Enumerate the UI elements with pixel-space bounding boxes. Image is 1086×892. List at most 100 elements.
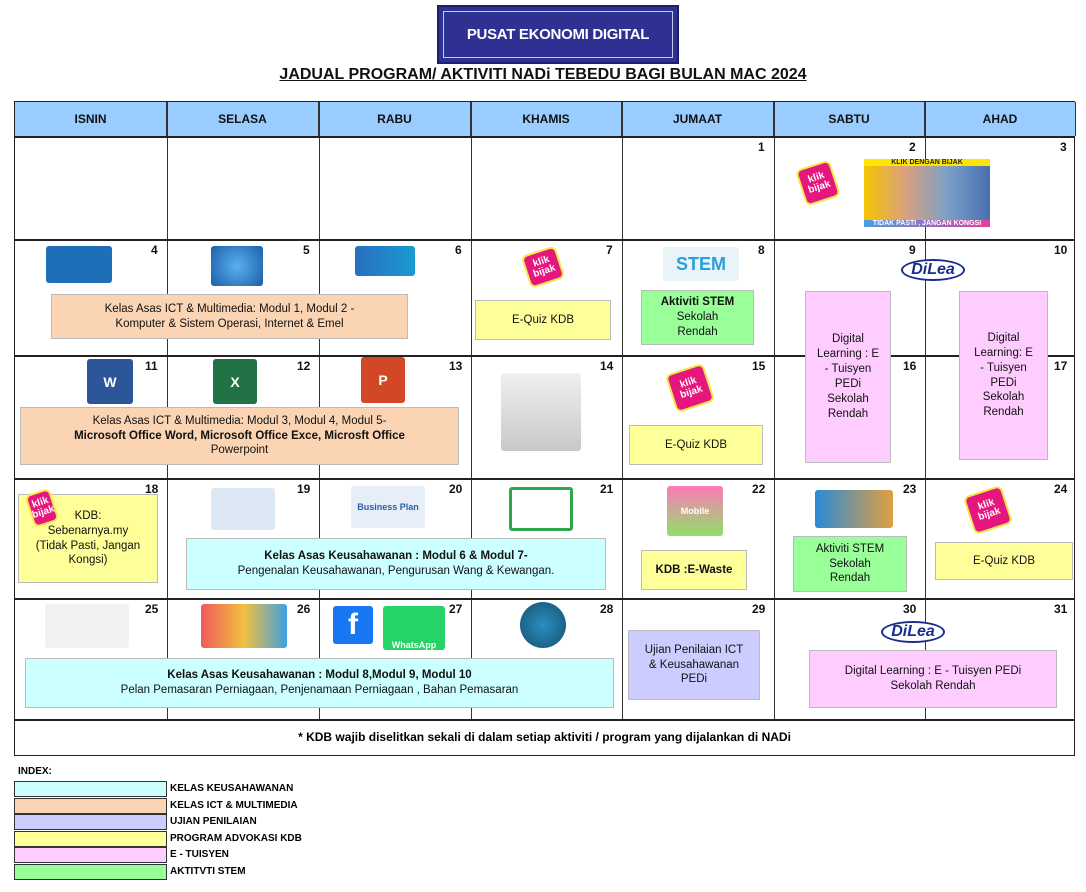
column-divider [622, 102, 623, 719]
mobile-ewaste-image: Mobile [667, 486, 723, 536]
date-4: 4 [151, 243, 158, 257]
date-26: 26 [297, 602, 311, 616]
event-text: Aktiviti STEM [815, 542, 885, 555]
klik-bijak-logo: klik bijak [520, 245, 566, 289]
computer-image [46, 246, 112, 283]
email-image [355, 246, 415, 276]
event-text: Aktiviti STEM [660, 296, 735, 309]
event-kdb-ewaste: KDB :E-Waste [641, 550, 747, 590]
ppt-letter: P [378, 372, 388, 388]
dilea-logo: DiLea [889, 256, 977, 284]
dilea-logo-label: DiLea [881, 621, 945, 643]
day-header-isnin: ISNIN [15, 102, 167, 136]
event-keusahawanan-modul-8-10: Kelas Asas Keusahawanan : Modul 8,Modul … [25, 658, 614, 708]
event-text: PEDi [990, 376, 1017, 389]
event-text: Digital [832, 333, 864, 346]
klik-bijak-logo: klik bijak [664, 362, 716, 414]
stem-activity-photo [815, 490, 893, 528]
event-text: PEDi [834, 378, 862, 390]
event-text: Pengenalan Keusahawanan, Pengurusan Wang… [237, 565, 555, 577]
brand-banner: PUSAT EKONOMI DIGITAL [437, 5, 679, 64]
excel-icon: X [213, 359, 257, 404]
day-header-rabu: RABU [319, 102, 471, 136]
date-3: 3 [1060, 140, 1067, 154]
excel-letter: X [230, 373, 240, 390]
planning-sketch-image [45, 604, 129, 648]
event-text: Ujian Penilaian ICT [644, 643, 744, 656]
klik-bijak-logo: klik bijak [962, 484, 1014, 536]
klik-bijak-logo-label: klik bijak [678, 374, 704, 402]
whatsapp-icon: WhatsApp [383, 606, 445, 650]
date-7: 7 [606, 243, 613, 257]
index-label: PROGRAM ADVOKASI KDB [170, 832, 302, 844]
date-1: 1 [758, 140, 765, 154]
event-equiz-kdb: E-Quiz KDB [475, 300, 611, 340]
event-text: Learning: E [974, 346, 1033, 359]
footnote: * KDB wajib diselitkan sekali di dalam s… [298, 730, 791, 744]
banner-top-text: KLIK DENGAN BIJAK [864, 159, 990, 166]
event-text: & Keusahawanan [648, 658, 740, 671]
event-ict-modul-3-5: Kelas Asas ICT & Multimedia: Modul 3, Mo… [20, 407, 459, 465]
klik-dengan-bijak-banner: KLIK DENGAN BIJAK TIDAK PASTI , JANGAN KO… [864, 159, 990, 227]
event-text: Kelas Asas Keusahawanan : Modul 8,Modul … [167, 669, 472, 682]
event-keusahawanan-modul-6-7: Kelas Asas Keusahawanan : Modul 6 & Modu… [186, 538, 606, 590]
date-28: 28 [600, 602, 614, 616]
date-13: 13 [449, 359, 463, 373]
date-11: 11 [145, 359, 158, 373]
date-19: 19 [297, 482, 311, 496]
event-text: KDB: [74, 509, 102, 522]
event-text: Rendah [983, 406, 1024, 419]
row-divider [15, 478, 1074, 480]
date-6: 6 [455, 243, 462, 257]
event-text: E-Quiz KDB [973, 554, 1035, 567]
date-8: 8 [758, 243, 765, 257]
event-text: Kelas Asas Keusahawanan : Modul 6 & Modu… [264, 550, 528, 563]
event-text: - Tuisyen [824, 363, 872, 376]
date-16: 16 [903, 359, 917, 373]
event-text: Learning : E [816, 348, 879, 361]
event-text: Sekolah Rendah [890, 680, 976, 692]
event-text: Rendah [829, 572, 871, 585]
megaphone-image [520, 602, 566, 648]
entrepreneur-image [211, 488, 275, 530]
day-header-selasa: SELASA [167, 102, 319, 136]
column-divider [774, 102, 775, 719]
event-text: Komputer & Sistem Operasi, Internet & Em… [115, 317, 344, 330]
event-text: Sekolah [827, 392, 869, 405]
page-title: JADUAL PROGRAM/ AKTIVITI NADi TEBEDU BAG… [279, 66, 807, 83]
facebook-icon: f [333, 606, 373, 644]
day-header-ahad: AHAD [925, 102, 1076, 136]
poster-image [501, 373, 581, 451]
event-equiz-kdb: E-Quiz KDB [629, 425, 763, 465]
money-growth-image [509, 487, 573, 531]
whatsapp-icon-label: WhatsApp [391, 640, 437, 650]
date-21: 21 [600, 482, 614, 496]
event-text: - Tuisyen [980, 361, 1027, 374]
row-divider [15, 136, 1074, 138]
date-30: 30 [903, 602, 917, 616]
date-9: 9 [909, 243, 916, 257]
date-14: 14 [600, 359, 614, 373]
row-divider [15, 239, 1074, 241]
powerpoint-icon: P [361, 357, 405, 403]
event-text: Sekolah [676, 311, 719, 324]
date-12: 12 [297, 359, 311, 373]
event-text: (Tidak Pasti, Jangan [35, 539, 141, 552]
event-text: KDB :E-Waste [655, 563, 733, 576]
banner-bottom-text: TIDAK PASTI , JANGAN KONGSI [864, 220, 990, 227]
date-25: 25 [145, 602, 159, 616]
day-header-sabtu: SABTU [774, 102, 925, 136]
index-swatch [14, 863, 167, 880]
brand-text: PUSAT EKONOMI DIGITAL [466, 26, 650, 43]
index-swatch [14, 797, 167, 814]
event-text: PEDi [680, 673, 708, 686]
date-10: 10 [1054, 243, 1068, 257]
globe-image [211, 246, 263, 286]
index-swatch [14, 830, 167, 847]
date-27: 27 [449, 602, 463, 616]
stem-label: STEM [675, 253, 726, 274]
